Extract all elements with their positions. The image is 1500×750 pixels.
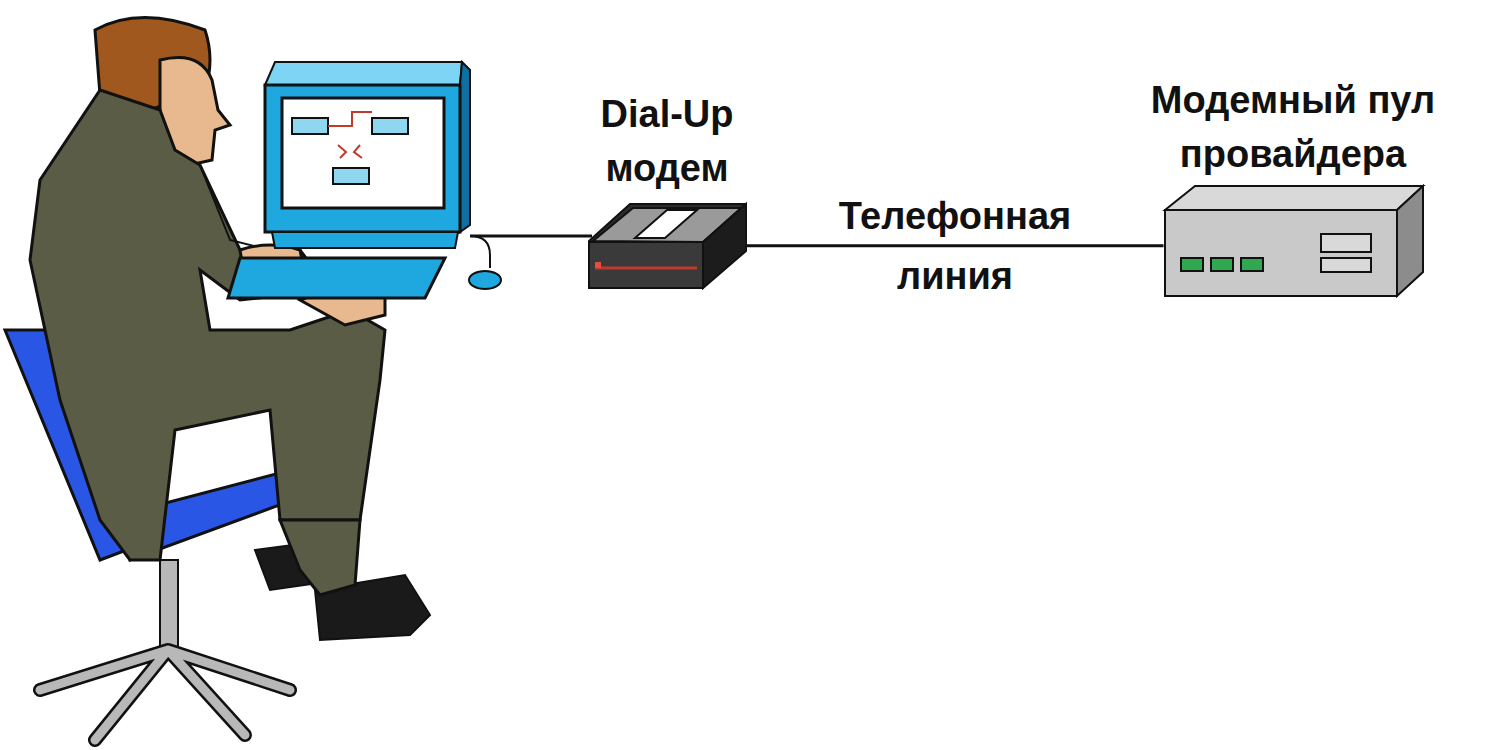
computer-cable bbox=[470, 235, 592, 238]
device-label: Dial-Up модем bbox=[572, 88, 762, 196]
modem-pool: Модемный пул провайдера bbox=[1113, 74, 1473, 300]
modem-icon bbox=[585, 196, 750, 294]
device-label: Модемный пул провайдера bbox=[1118, 74, 1468, 182]
phone-line bbox=[747, 244, 1164, 247]
line-label: Телефонная линия bbox=[790, 186, 1120, 306]
dialup-modem: Dial-Up модем bbox=[567, 88, 767, 294]
modem-pool-icon bbox=[1161, 182, 1426, 300]
computer bbox=[228, 62, 501, 298]
mouse-cable bbox=[470, 236, 490, 268]
